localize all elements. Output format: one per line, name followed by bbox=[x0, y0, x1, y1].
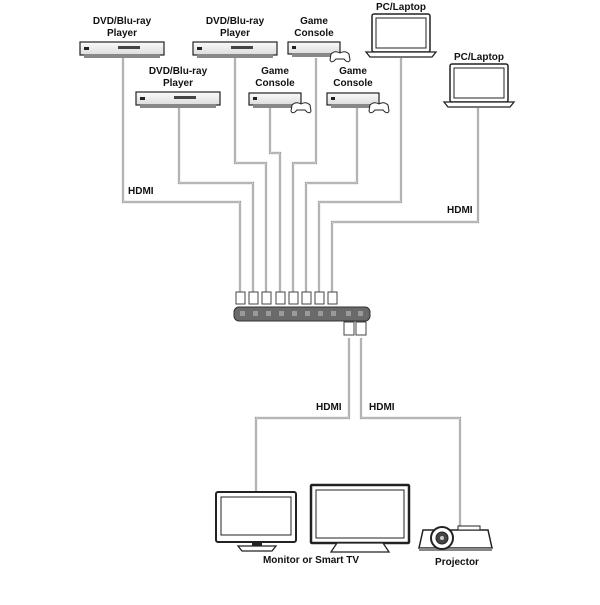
label-hdmi-out-right: HDMI bbox=[369, 402, 395, 413]
monitor bbox=[215, 491, 297, 552]
label-monitor-tv: Monitor or Smart TV bbox=[262, 555, 360, 566]
label-pc-right: PC/Laptop bbox=[454, 52, 504, 63]
laptop-right bbox=[442, 63, 516, 108]
label-projector: Projector bbox=[435, 557, 479, 568]
output-hdmi-plugs bbox=[343, 321, 367, 336]
game-console-lower2 bbox=[326, 92, 390, 114]
cable-game-lower1 bbox=[268, 108, 282, 296]
smart-tv bbox=[309, 483, 411, 553]
label-hdmi-out-left: HDMI bbox=[316, 402, 342, 413]
hdmi-switcher bbox=[233, 306, 371, 322]
cable-out-monitor bbox=[254, 338, 351, 494]
dvd-player-lower bbox=[135, 91, 221, 108]
dvd-player-top-second bbox=[192, 41, 278, 58]
label-hdmi-right: HDMI bbox=[447, 205, 473, 216]
dvd-player-top-left bbox=[79, 41, 165, 58]
laptop-top bbox=[364, 13, 438, 58]
label-pc-top: PC/Laptop bbox=[376, 2, 426, 13]
projector bbox=[418, 525, 493, 551]
label-hdmi-left: HDMI bbox=[128, 186, 154, 197]
input-hdmi-plugs bbox=[235, 291, 338, 305]
input-cables-inner bbox=[122, 58, 479, 296]
game-console-lower1 bbox=[248, 92, 312, 114]
game-console-top bbox=[287, 41, 351, 63]
